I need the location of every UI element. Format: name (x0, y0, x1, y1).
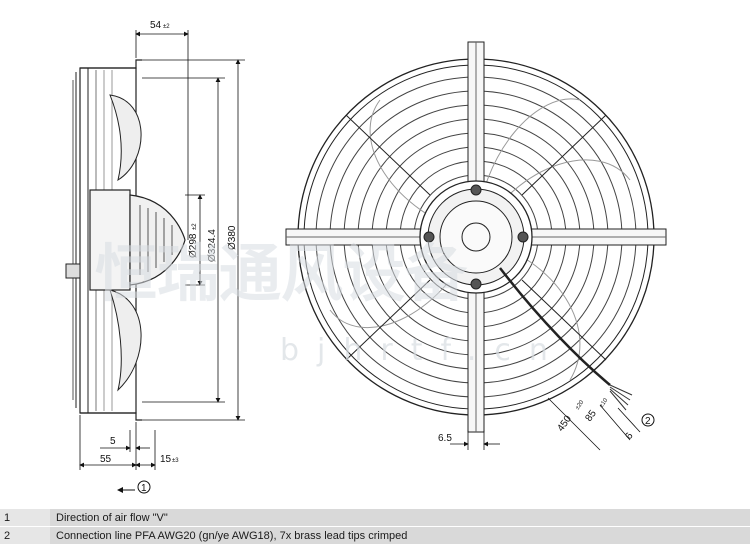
strip-length-tolerance: ±10 (599, 397, 610, 409)
tip-length-dimension: 6 (623, 430, 635, 441)
cable-marker-label: 2 (645, 416, 651, 427)
strip-length-dimension: 85 (583, 408, 599, 424)
airflow-marker-label: 1 (141, 483, 147, 494)
legend-table: 1 Direction of air flow "V" 2 Connection… (0, 509, 750, 545)
cable-length-tolerance: ±20 (575, 399, 586, 411)
legend-number: 1 (0, 509, 50, 527)
outer-diameter-dimension: Ø380 (227, 225, 238, 250)
flange-tolerance: ±3 (172, 458, 179, 464)
side-view (65, 30, 245, 494)
inner-diameter-dimension: Ø298 (188, 233, 199, 258)
technical-drawing: 54 ±2 Ø298 ±2 Ø324.4 Ø380 5 55 15 ±3 1 (65, 20, 667, 494)
hole-dimension: 6.5 (438, 433, 452, 444)
watermark-characters: 恒瑞通风设备 (95, 237, 468, 310)
legend-text: Connection line PFA AWG20 (gn/ye AWG18),… (50, 526, 750, 545)
inner-diameter-tolerance: ±2 (192, 223, 198, 230)
legend-number: 2 (0, 526, 50, 545)
watermark-url: bjhrtf.cn (280, 333, 566, 368)
legend-row: 1 Direction of air flow "V" (0, 509, 750, 527)
depth-dimension: 54 (150, 20, 162, 31)
depth-tolerance: ±2 (163, 24, 170, 30)
front-view (285, 41, 667, 451)
legend-text: Direction of air flow "V" (50, 509, 750, 527)
offset-large-dimension: 55 (100, 454, 112, 465)
flange-dimension: 15 (160, 454, 172, 465)
legend-row: 2 Connection line PFA AWG20 (gn/ye AWG18… (0, 526, 750, 545)
cable-length-dimension: 450 (555, 413, 574, 433)
offset-small-dimension: 5 (110, 436, 116, 447)
mid-diameter-dimension: Ø324.4 (207, 229, 218, 262)
